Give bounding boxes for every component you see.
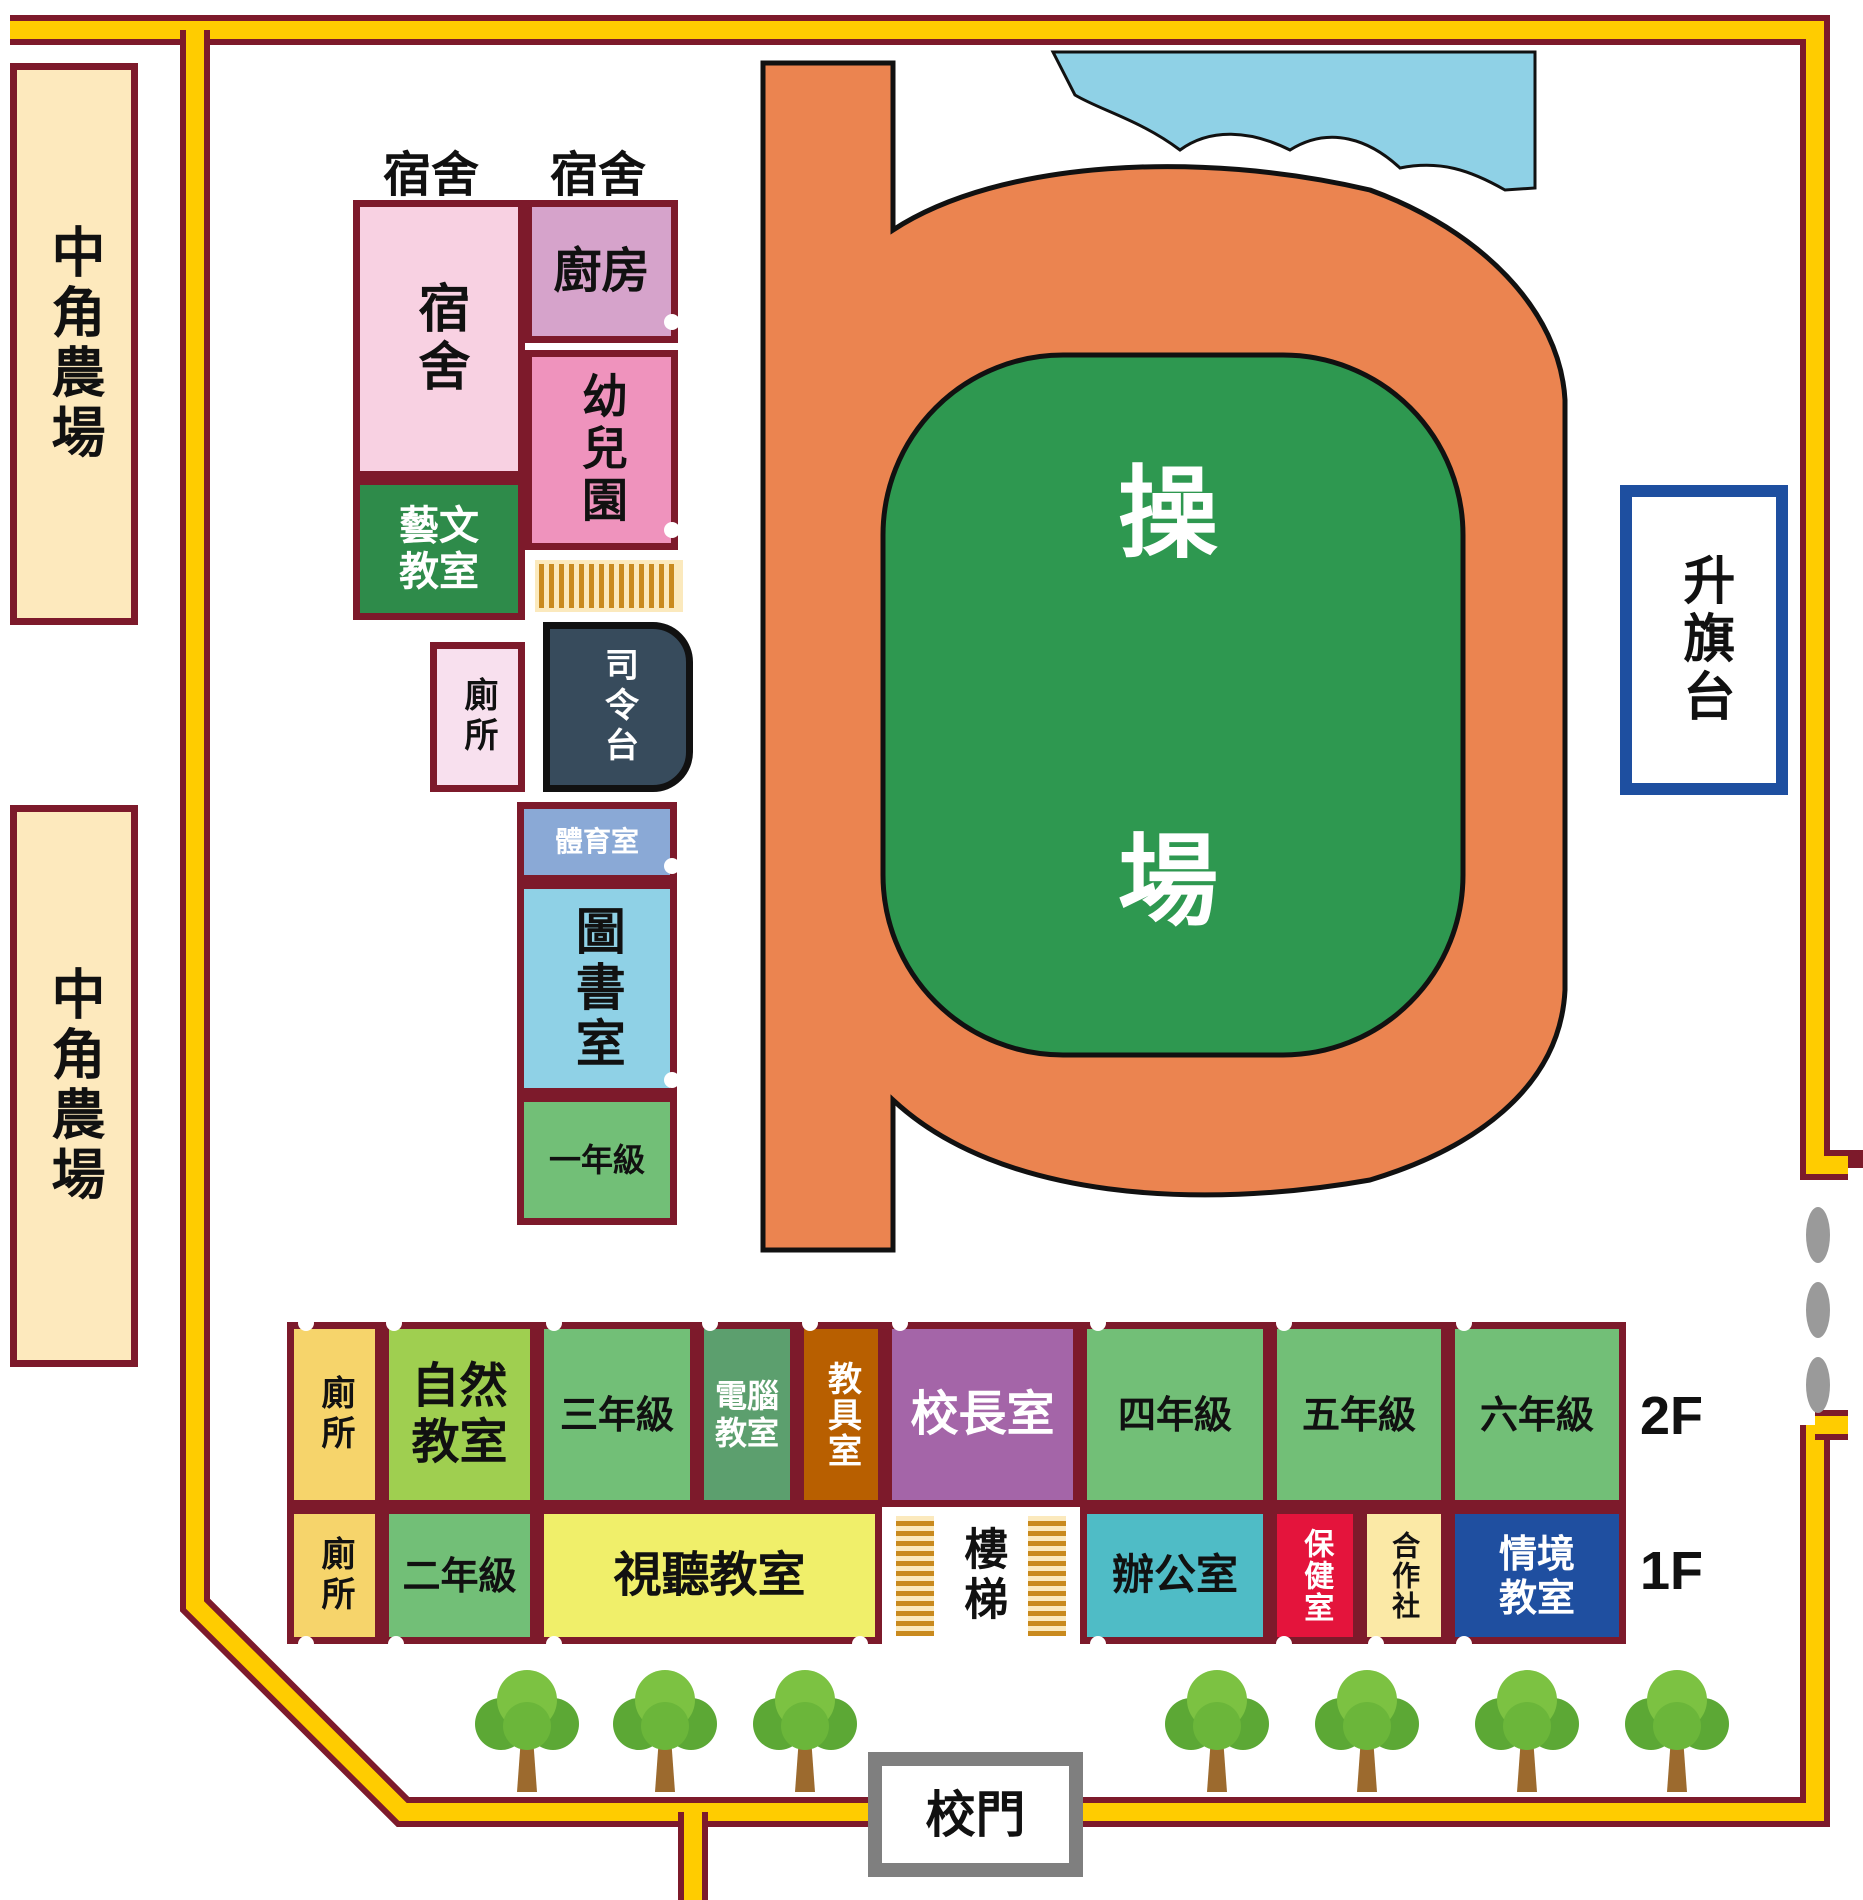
dormitory: 宿舍 xyxy=(353,200,525,478)
tree-icon xyxy=(1315,1670,1419,1792)
flag-platform: 升旗台 xyxy=(1620,485,1788,795)
door-marker xyxy=(1276,1636,1292,1652)
field-label-bottom: 場 xyxy=(1118,822,1218,940)
health-room: 保健室 xyxy=(1270,1507,1360,1644)
dorm-label-left: 宿舍 xyxy=(383,147,480,203)
kitchen: 廚房 xyxy=(525,200,678,343)
farm-north: 中角農場 xyxy=(10,63,138,625)
door-marker xyxy=(386,1315,402,1331)
stairs-label: 樓梯 xyxy=(956,1525,1008,1626)
grade5-classroom: 五年級 xyxy=(1270,1322,1448,1507)
stairs-right-icon xyxy=(1028,1515,1067,1636)
trees xyxy=(475,1670,1729,1792)
school-gate: 校門 xyxy=(868,1752,1083,1877)
floor-2f-label: 2F xyxy=(1640,1386,1704,1446)
tree-icon xyxy=(1625,1670,1729,1792)
sports-field xyxy=(880,352,1466,1058)
toilet-1f: 廁所 xyxy=(287,1507,382,1644)
door-marker xyxy=(664,314,680,330)
door-marker xyxy=(1276,1315,1292,1331)
door-marker xyxy=(546,1315,562,1331)
door-marker xyxy=(664,858,680,874)
tree-icon xyxy=(1475,1670,1579,1792)
door-marker xyxy=(298,1636,314,1652)
command-stage: 司令台 xyxy=(543,622,693,792)
door-marker xyxy=(892,1315,908,1331)
office: 辦公室 xyxy=(1080,1507,1270,1644)
door-marker xyxy=(388,1636,404,1652)
arts-classroom: 藝文 教室 xyxy=(353,478,525,620)
dorm-label-right: 宿舍 xyxy=(550,147,647,203)
library: 圖書室 xyxy=(517,882,677,1095)
pond xyxy=(1050,50,1537,192)
east-path-stones xyxy=(1806,1207,1830,1413)
door-marker xyxy=(1456,1636,1472,1652)
situational-classroom: 情境 教室 xyxy=(1448,1507,1626,1644)
av-classroom: 視聽教室 xyxy=(537,1507,882,1644)
principal-office: 校長室 xyxy=(885,1322,1080,1507)
tree-icon xyxy=(1165,1670,1269,1792)
grade4-classroom: 四年級 xyxy=(1080,1322,1270,1507)
door-marker xyxy=(802,1315,818,1331)
tree-icon xyxy=(613,1670,717,1792)
toilet-2f: 廁所 xyxy=(287,1322,382,1507)
door-marker xyxy=(1090,1315,1106,1331)
farm-south: 中角農場 xyxy=(10,805,138,1367)
door-marker xyxy=(702,1315,718,1331)
door-marker xyxy=(1456,1315,1472,1331)
door-marker xyxy=(298,1315,314,1331)
stairs-left-icon xyxy=(895,1515,934,1636)
grade3-classroom: 三年級 xyxy=(537,1322,697,1507)
door-marker xyxy=(546,1636,562,1652)
door-marker xyxy=(1090,1636,1106,1652)
grade6-classroom: 六年級 xyxy=(1448,1322,1626,1507)
tree-icon xyxy=(753,1670,857,1792)
toilet-north: 廁所 xyxy=(430,642,525,792)
pe-room: 體育室 xyxy=(517,802,677,882)
equipment-room: 教具室 xyxy=(797,1322,885,1507)
grade1-classroom: 一年級 xyxy=(517,1095,677,1225)
door-marker xyxy=(852,1636,868,1652)
field-label-top: 操 xyxy=(1118,454,1218,572)
stairs-north xyxy=(535,560,683,612)
science-classroom: 自然 教室 xyxy=(382,1322,537,1507)
floor-1f-label: 1F xyxy=(1640,1541,1704,1601)
tree-icon xyxy=(475,1670,579,1792)
door-marker xyxy=(1368,1636,1384,1652)
door-marker xyxy=(664,522,680,538)
campus-wall xyxy=(10,15,1863,1900)
cooperative-store: 合作社 xyxy=(1360,1507,1448,1644)
kindergarten: 幼兒園 xyxy=(525,350,678,550)
door-marker xyxy=(664,1072,680,1088)
grade2-classroom: 二年級 xyxy=(382,1507,537,1644)
stairs-1f: 樓梯 xyxy=(882,1507,1080,1644)
computer-classroom: 電腦 教室 xyxy=(697,1322,797,1507)
